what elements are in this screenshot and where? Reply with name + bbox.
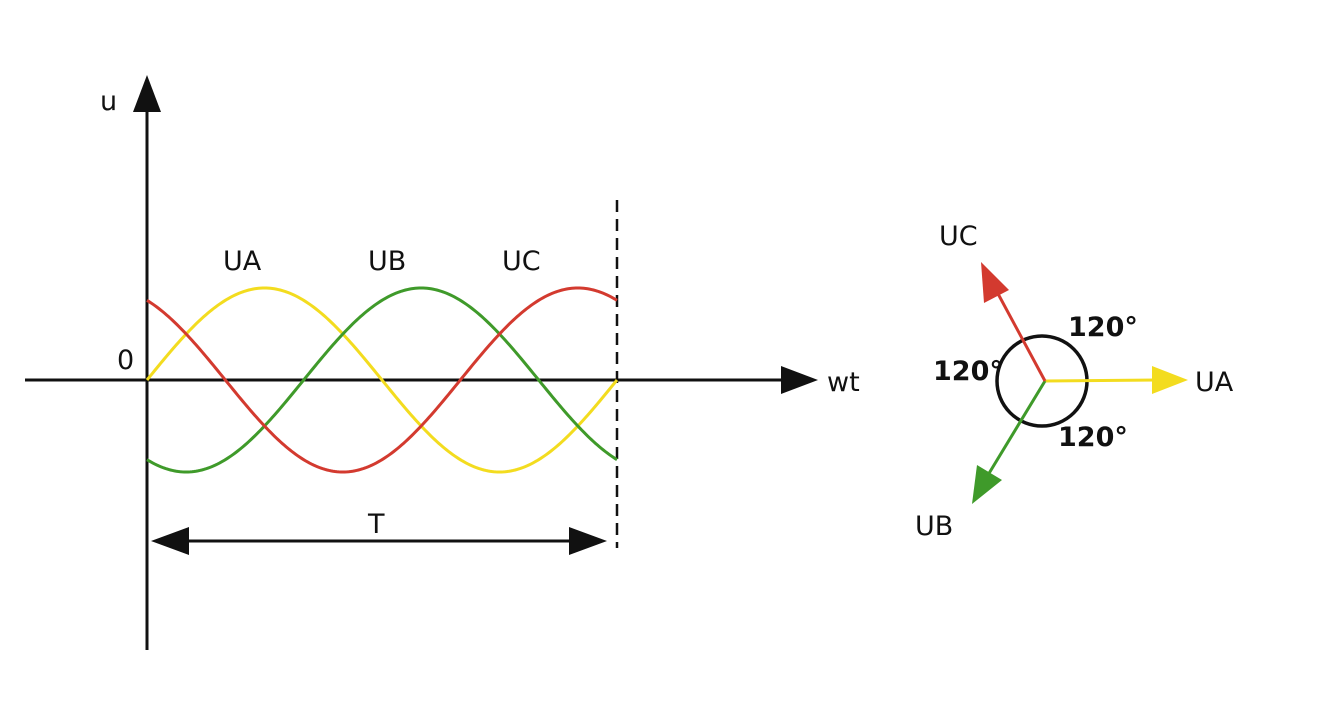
- x-axis-arrowhead: [781, 366, 818, 394]
- wave-ub: [146, 286, 618, 474]
- angle-label-ua-ub: 120°: [1058, 422, 1128, 453]
- origin-label: 0: [117, 345, 134, 376]
- y-axis-label: u: [100, 86, 117, 117]
- phasor-ub-shaft: [986, 380, 1047, 476]
- wave-label-ub: UB: [368, 246, 406, 277]
- period-arrow-left-head: [151, 527, 189, 555]
- wave-uc: [146, 286, 618, 474]
- y-axis-arrowhead: [133, 75, 161, 112]
- phasor-label-uc: UC: [939, 221, 978, 252]
- phasor-label-ub: UB: [915, 511, 953, 542]
- waveform-chart: u wt 0 T UA UB UC: [25, 75, 860, 650]
- phasor-uc-shaft: [994, 289, 1047, 382]
- phasor-ub-arrowhead: [972, 465, 1002, 504]
- wave-label-ua: UA: [223, 246, 262, 277]
- phasor-ua-arrowhead: [1152, 366, 1188, 394]
- phasor-label-ua: UA: [1195, 367, 1234, 398]
- phasor-diagram: UC UA UB 120° 120° 120°: [915, 221, 1234, 542]
- period-arrow-right-head: [569, 527, 607, 555]
- angle-label-uc-ub: 120°: [933, 356, 1003, 387]
- x-axis-label: wt: [827, 367, 860, 398]
- wave-label-uc: UC: [502, 246, 541, 277]
- phasor-uc-arrowhead: [981, 262, 1009, 303]
- angle-label-ua-uc: 120°: [1068, 312, 1138, 343]
- wave-ua: [145, 286, 619, 474]
- period-label: T: [367, 509, 385, 540]
- phasor-ua-shaft: [1044, 378, 1158, 383]
